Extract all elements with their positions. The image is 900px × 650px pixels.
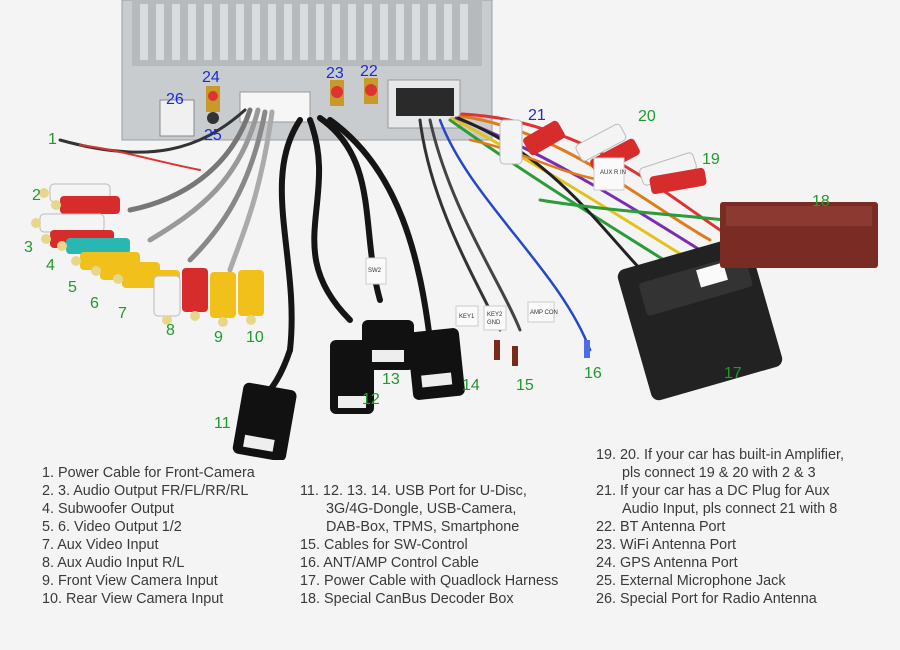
legend-item: 19. 20. If your car has built-in Amplifi… [596,447,844,463]
control-cable-ends [494,340,590,366]
wire-tags: AUX R IN KEY1 KEY2 GND AMP CON SW2 [365,157,626,331]
canbus-decoder-box [720,202,878,268]
label-18: 18 [812,193,830,210]
legend-item-continuation: 3G/4G-Dongle, USB-Camera, [326,501,517,517]
wiring-harness-illustration: AUX R IN KEY1 KEY2 GND AMP CON SW2 [24,0,878,460]
tag-gnd: GND [487,320,501,326]
usb-ports [232,320,465,460]
tag-key1: KEY1 [459,314,475,320]
legend-item: 2. 3. Audio Output FR/FL/RR/RL [42,483,249,499]
label-1: 1 [48,131,57,148]
legend-item: 21. If your car has a DC Plug for Aux [596,483,830,499]
legend-item: 9. Front View Camera Input [42,573,218,589]
legend-item: 22. BT Antenna Port [596,519,726,535]
label-23: 23 [326,65,344,82]
label-19: 19 [702,151,720,168]
legend-item: 17. Power Cable with Quadlock Harness [300,573,559,589]
legend-item: 25. External Microphone Jack [596,573,786,589]
label-26: 26 [166,91,184,108]
legend-column-2: 11. 12. 13. 14. USB Port for U-Disc, 3G/… [300,482,558,608]
label-15: 15 [516,377,534,394]
label-3: 3 [24,239,33,256]
antenna-ports [206,78,378,124]
legend-item: 23. WiFi Antenna Port [596,537,736,553]
legend-column-3: 19. 20. If your car has built-in Amplifi… [596,446,844,608]
legend-item-continuation: pls connect 19 & 20 with 2 & 3 [622,465,816,481]
label-25: 25 [204,127,222,144]
legend-item: 24. GPS Antenna Port [596,555,738,571]
legend-item-continuation: DAB-Box, TPMS, Smartphone [326,519,520,535]
label-8: 8 [166,322,175,339]
label-22: 22 [360,63,378,80]
legend-item: 26. Special Port for Radio Antenna [596,591,817,607]
label-20: 20 [638,108,656,125]
legend-item: 18. Special CanBus Decoder Box [300,591,514,607]
label-2: 2 [32,187,41,204]
legend-item: 4. Subwoofer Output [42,501,174,517]
label-16: 16 [584,365,602,382]
head-unit-chassis [121,0,493,141]
legend-item: 10. Rear View Camera Input [42,591,224,607]
legend-item: 16. ANT/AMP Control Cable [300,555,479,571]
label-10: 10 [246,329,264,346]
legend-item: 7. Aux Video Input [42,537,159,553]
label-17: 17 [724,365,742,382]
label-4: 4 [46,257,55,274]
label-21: 21 [528,107,546,124]
label-6: 6 [90,295,99,312]
legend-column-1: 1. Power Cable for Front-Camera 2. 3. Au… [42,464,255,608]
quadlock-connector [617,235,783,401]
tag-key2: KEY2 [487,312,503,318]
legend-item-continuation: Audio Input, pls connect 21 with 8 [622,501,838,517]
rca-plugs-left [31,183,264,327]
legend-item: 15. Cables for SW-Control [300,537,468,553]
legend-item: 5. 6. Video Output 1/2 [42,519,182,535]
label-5: 5 [68,279,77,296]
label-12: 12 [362,391,380,408]
label-9: 9 [214,329,223,346]
tag-sw2: SW2 [368,268,382,274]
tag-aux-r-in: AUX R IN [600,170,626,176]
legend-item: 8. Aux Audio Input R/L [42,555,185,571]
label-14: 14 [462,377,480,394]
legend-item: 1. Power Cable for Front-Camera [42,465,255,481]
label-24: 24 [202,69,220,86]
legend-item: 11. 12. 13. 14. USB Port for U-Disc, [300,483,527,499]
wire-bundles [58,107,727,403]
label-13: 13 [382,371,400,388]
rca-plugs-right [499,119,707,195]
label-11: 11 [214,415,231,432]
tag-amp-con: AMP CON [530,310,558,316]
label-7: 7 [118,305,127,322]
